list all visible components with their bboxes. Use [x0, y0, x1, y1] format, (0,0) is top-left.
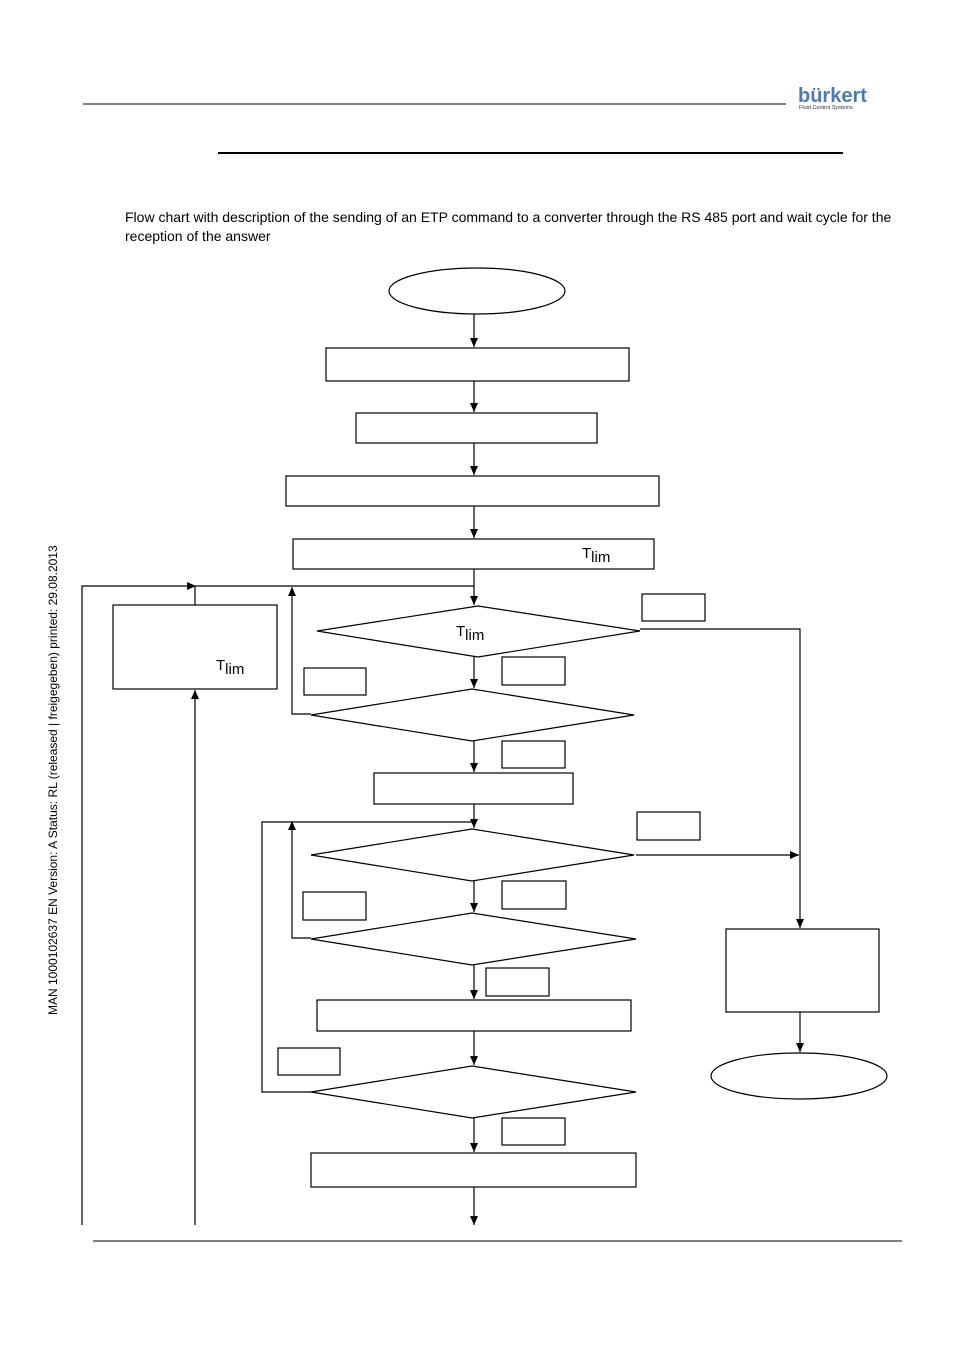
tlim-label-retry-box: Tlim — [216, 657, 245, 678]
logo-subtitle: Fluid Control Systems — [799, 105, 853, 111]
error-box — [725, 928, 880, 1013]
label-box-7 — [302, 891, 367, 921]
dec2-loop — [288, 587, 311, 715]
process-box-2 — [355, 412, 598, 444]
logo-wordmark: bürkert — [798, 85, 867, 107]
process-box-1 — [325, 347, 630, 382]
label-box-2 — [303, 667, 367, 696]
outer-loop-line — [81, 582, 196, 1225]
process-box-6 — [316, 999, 632, 1032]
burkert-logo: bürkert Fluid Control Systems — [798, 85, 878, 115]
start-terminal — [388, 267, 566, 315]
dec5-loop — [261, 821, 474, 1093]
label-box-8 — [485, 967, 550, 997]
decision-5 — [310, 1065, 637, 1119]
process-box-5 — [373, 772, 574, 805]
tlim-label-box4: Tlim — [582, 545, 611, 566]
label-box-5 — [636, 811, 701, 841]
tlim-label-decision1: Tlim — [456, 623, 485, 644]
label-box-3 — [501, 656, 566, 686]
decision-4 — [310, 912, 637, 966]
process-box-7 — [310, 1152, 637, 1188]
label-box-9 — [277, 1047, 341, 1076]
end-terminal — [710, 1052, 888, 1100]
process-box-3 — [285, 475, 660, 507]
decision-2 — [310, 688, 635, 742]
label-box-6 — [501, 880, 567, 910]
dec4-loop — [288, 821, 311, 939]
intro-paragraph: Flow chart with description of the sendi… — [125, 209, 892, 244]
label-box-10 — [501, 1117, 566, 1146]
label-box-4 — [501, 740, 566, 769]
decision-1 — [316, 605, 641, 658]
decision-3 — [310, 828, 635, 882]
label-box-1 — [641, 593, 706, 622]
retry-box — [112, 604, 278, 690]
dec1-right-branch — [640, 628, 804, 928]
